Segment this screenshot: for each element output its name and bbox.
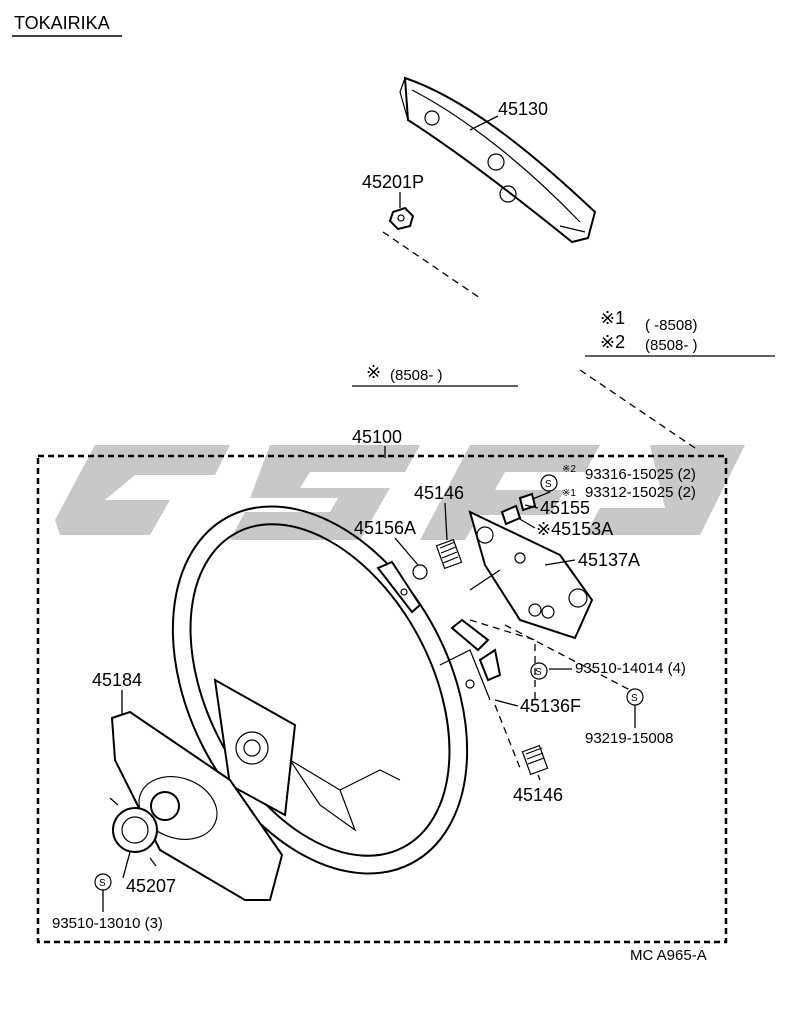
leader-45146-top (444, 502, 448, 541)
label-45100: 45100 (352, 427, 402, 447)
label-45155: 45155 (540, 498, 590, 518)
steering-wheel-45100 (171, 505, 469, 875)
screw-label-93219: S 93219-15008 (585, 688, 673, 747)
note-2-mark: ※2 (600, 332, 625, 352)
steering-pad-45130 (399, 76, 597, 244)
dashed-line-45146-bottom (494, 704, 521, 769)
label-45207: 45207 (126, 876, 176, 896)
dashed-box-45136F (469, 619, 536, 700)
label-45137A: 45137A (578, 550, 640, 570)
note-2: ※2 (8508- ) (600, 332, 698, 354)
leader-45136F (494, 699, 519, 707)
cam-45207 (109, 791, 180, 867)
s-symbol-93316 (540, 474, 558, 492)
label-45136F: 45136F (520, 696, 581, 716)
screw-label-93510-13010: S 93510-13010 (3) (52, 873, 163, 932)
label-45201P: 45201P (362, 172, 424, 192)
label-93510-14014: 93510-14014 (4) (575, 660, 686, 677)
diagram-code: MC A965-A (630, 947, 707, 964)
s-text-93219: S (631, 693, 638, 704)
screw-label-93316: S ※2 93316-15025 (2) (540, 464, 696, 492)
s-text-93510-14014: S (535, 667, 542, 678)
label-45156A: 45156A (354, 518, 416, 538)
label-45146-bottom: 45146 (513, 785, 563, 805)
label-45146-top: 45146 (414, 483, 464, 503)
spring-45146-bottom (521, 744, 549, 776)
label-93316: 93316-15025 (2) (585, 466, 696, 483)
contact-45136F (439, 618, 502, 701)
watermark-logo (55, 445, 745, 540)
screw-label-93510-14014: S 93510-14014 (4) (530, 660, 686, 680)
assembly-frame-45100 (36, 454, 728, 944)
spring-45146-top (435, 538, 463, 570)
leader-45207 (122, 851, 131, 879)
horn-plate-45137A (468, 510, 594, 640)
note-1-range: ( -8508) (645, 317, 698, 334)
nut-45201P (388, 206, 415, 231)
bracket-45156A (376, 560, 428, 614)
leader-45153A (517, 517, 536, 529)
label-45153A: ※45153A (536, 519, 613, 539)
note-3-mark: ※ (366, 362, 381, 382)
note-1: ※1 ( -8508) (600, 308, 698, 334)
mark-93312: ※1 (562, 488, 576, 499)
note-3: ※ (8508- ) (366, 362, 443, 384)
label-93312: 93312-15025 (2) (585, 484, 696, 501)
label-45130: 45130 (498, 99, 548, 119)
note-1-mark: ※1 (600, 308, 625, 328)
brand-label: TOKAIRIKA (14, 13, 110, 33)
leader-45137A (544, 559, 576, 566)
s-symbol-93510-14014 (530, 662, 548, 680)
leader-45155 (524, 504, 539, 509)
label-45184: 45184 (92, 670, 142, 690)
s-text-93510-13010: S (99, 878, 106, 889)
mark-93316: ※2 (562, 464, 576, 475)
leader-45156A (394, 537, 419, 566)
note-3-range: (8508- ) (390, 367, 443, 384)
dashed-line-note-2 (579, 369, 696, 449)
leader-45146-bottom (537, 774, 541, 781)
label-93219: 93219-15008 (585, 730, 673, 747)
label-93510-13010: 93510-13010 (3) (52, 915, 163, 932)
screw-label-93312: ※1 93312-15025 (2) (562, 484, 696, 501)
dashed-line-45201P (382, 231, 481, 299)
note-2-range: (8508- ) (645, 337, 698, 354)
cover-45184 (110, 710, 284, 901)
s-text-93316: S (545, 479, 552, 490)
leader-45130 (469, 115, 499, 131)
